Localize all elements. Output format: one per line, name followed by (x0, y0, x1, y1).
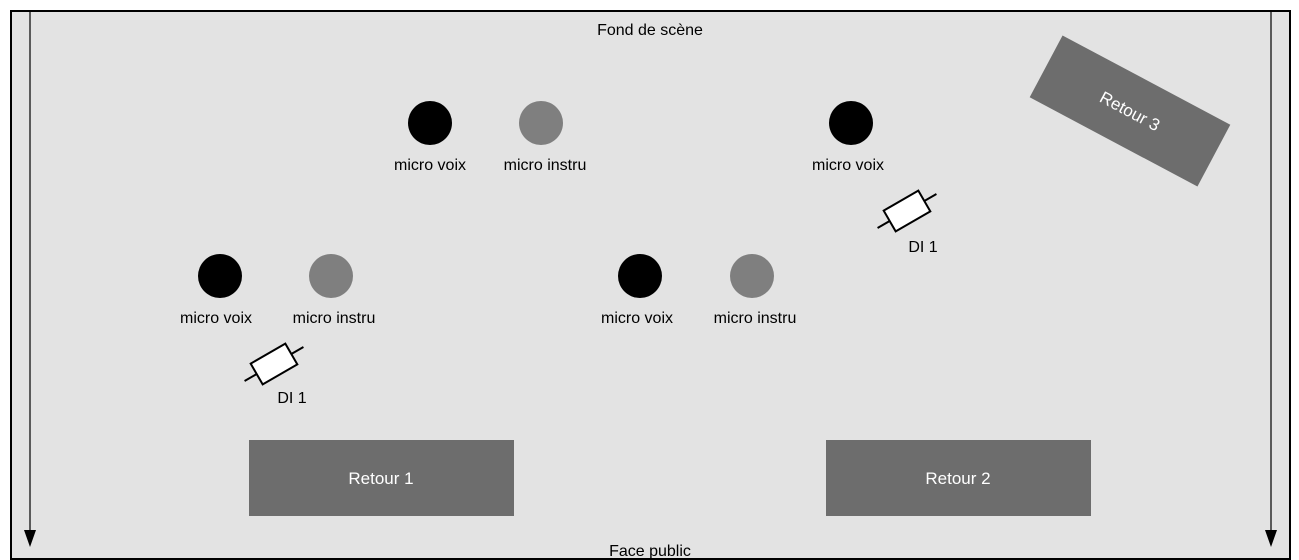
vocal-mic-icon (408, 101, 452, 145)
back-stage-label: Fond de scène (597, 22, 703, 39)
vocal-mic-icon (618, 254, 662, 298)
mic-4: micro voix (180, 254, 252, 327)
mic-6: micro voix (601, 254, 673, 327)
monitor-2: Retour 2 (826, 440, 1091, 516)
di-box-icon (877, 189, 937, 233)
left-arrow (24, 11, 36, 547)
monitor-wedge (249, 440, 514, 516)
instrument-mic-icon (730, 254, 774, 298)
monitor-wedge (826, 440, 1091, 516)
mic-3: micro voix (812, 101, 884, 174)
di-box-1: DI 1 (877, 189, 938, 256)
instrument-mic-icon (519, 101, 563, 145)
mic-2: micro instru (504, 101, 587, 174)
instrument-mic-icon (309, 254, 353, 298)
di-label: DI 1 (277, 390, 306, 407)
di-label: DI 1 (908, 239, 937, 256)
monitor-label: Retour 1 (348, 469, 413, 488)
mic-label: micro instru (504, 157, 587, 174)
mic-label: micro voix (812, 157, 884, 174)
di-box-2: DI 1 (244, 342, 307, 407)
di-box-icon (244, 342, 304, 386)
right-arrow (1265, 11, 1277, 547)
mic-1: micro voix (394, 101, 466, 174)
mic-label: micro instru (714, 310, 797, 327)
vocal-mic-icon (829, 101, 873, 145)
audience-label: Face public (609, 543, 691, 560)
monitor-1: Retour 1 (249, 440, 514, 516)
mic-7: micro instru (714, 254, 797, 327)
mic-label: micro instru (293, 310, 376, 327)
mic-label: micro voix (394, 157, 466, 174)
mic-label: micro voix (601, 310, 673, 327)
monitor-label: Retour 2 (925, 469, 990, 488)
monitor-wedge (1029, 35, 1231, 187)
vocal-mic-icon (198, 254, 242, 298)
mic-5: micro instru (293, 254, 376, 327)
mic-label: micro voix (180, 310, 252, 327)
monitor-3: Retour 3 (1029, 35, 1231, 187)
